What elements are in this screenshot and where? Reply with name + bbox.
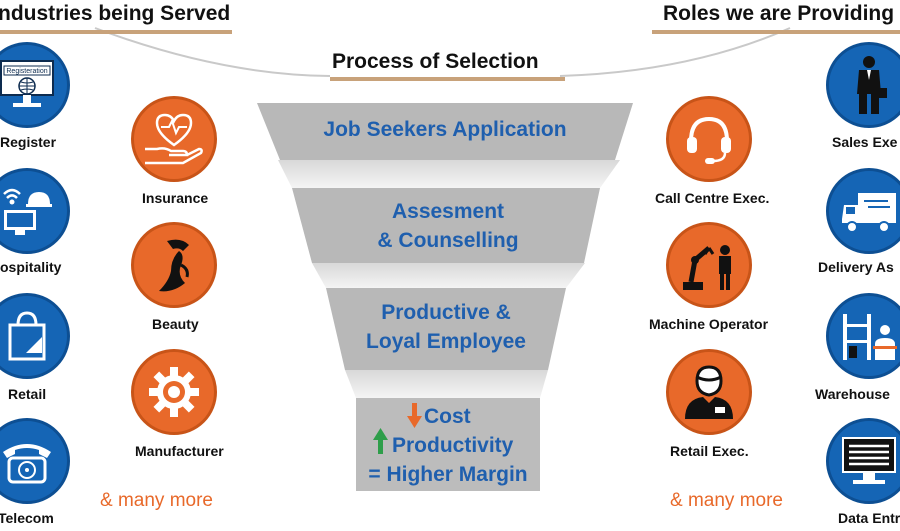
beauty-woman-icon — [131, 222, 217, 308]
role-label-machine-operator: Machine Operator — [649, 316, 769, 332]
funnel-stage-1-label: Job Seekers Application — [323, 118, 567, 141]
funnel-stage-2-line1: Assesment — [391, 200, 505, 223]
result-higher-margin: = Higher Margin — [368, 463, 528, 486]
industries-header-underline — [0, 30, 232, 34]
registration-screen-text: Registeration — [6, 68, 47, 75]
gear-icon — [131, 349, 217, 435]
industry-label-register: Register — [0, 134, 57, 150]
hospitality-icon — [0, 168, 70, 254]
funnel-result-box — [356, 398, 540, 491]
role-label-call-centre: Call Centre Exec. — [655, 190, 770, 206]
industries-more-text: & many more — [100, 490, 213, 511]
funnel-stage-2-line2: & Counselling — [377, 229, 519, 252]
arrow-up-icon — [373, 428, 388, 454]
delivery-truck-icon — [826, 168, 900, 254]
industry-label-telecom: Telecom — [0, 510, 54, 526]
result-cost: Cost — [424, 405, 471, 428]
industry-label-hospitality: ospitality — [0, 259, 62, 275]
roles-header-underline — [652, 30, 900, 34]
industry-label-beauty: Beauty — [152, 316, 199, 332]
shopping-bag-icon — [0, 293, 70, 379]
role-label-data-entry: Data Entr — [838, 510, 900, 526]
robot-arm-icon — [666, 222, 752, 308]
role-label-sales: Sales Exe — [832, 134, 898, 150]
industries-header: ndustries being Served — [0, 2, 231, 25]
roles-more-text: & many more — [670, 490, 783, 511]
process-title: Process of Selection — [332, 50, 539, 73]
result-productivity: Productivity — [392, 434, 514, 457]
businessman-icon — [826, 42, 900, 128]
role-label-warehouse: Warehouse — [815, 386, 890, 402]
industry-label-manufacturer: Manufacturer — [135, 443, 224, 459]
process-title-underline — [330, 77, 565, 81]
funnel-stage-2 — [292, 188, 600, 263]
roles-header: Roles we are Providing — [663, 2, 895, 25]
industry-label-insurance: Insurance — [142, 190, 209, 206]
data-entry-monitor-icon — [826, 418, 900, 504]
retail-exec-icon — [666, 349, 752, 435]
funnel-stage-3-line1: Productive & — [381, 301, 511, 324]
funnel-stage-1 — [257, 103, 633, 160]
telephone-icon — [0, 418, 70, 504]
funnel-stage-3-line2: Loyal Employee — [366, 330, 526, 353]
role-label-delivery: Delivery As — [818, 259, 894, 275]
registration-monitor-icon: Registeration — [0, 42, 70, 128]
insurance-hand-heart-icon — [131, 96, 217, 182]
role-label-retail-exec: Retail Exec. — [670, 443, 749, 459]
headset-icon — [666, 96, 752, 182]
industry-label-retail: Retail — [8, 386, 47, 402]
funnel-stage-3 — [326, 288, 566, 370]
warehouse-icon — [826, 293, 900, 379]
arrow-down-icon — [407, 403, 422, 428]
